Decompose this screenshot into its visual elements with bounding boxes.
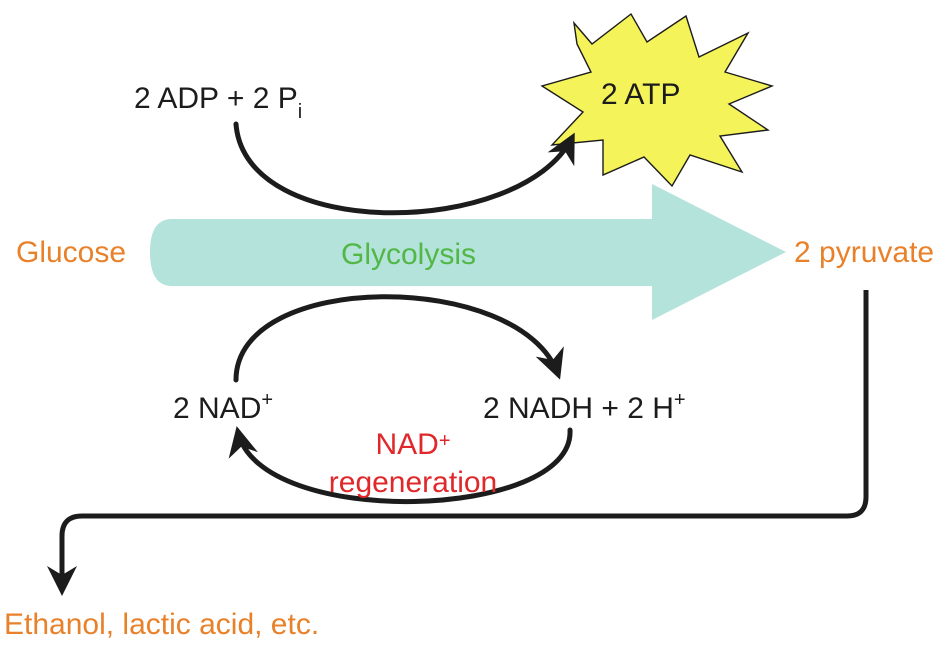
atp-burst-shape [540, 12, 775, 188]
nad-regeneration-arrow [228, 426, 573, 505]
glucose-label: Glucose [16, 236, 127, 269]
pyruvate-to-products-arrow [47, 290, 869, 596]
adp-to-atp-arrow [233, 121, 575, 216]
atp-label: 2 ATP [601, 78, 681, 111]
nad-regeneration-label: NAD+ regeneration [328, 428, 498, 499]
nad-label: 2 NAD+ [173, 389, 274, 425]
nad-to-nadh-arrow [233, 294, 564, 383]
products-label: Ethanol, lactic acid, etc. [4, 608, 320, 641]
adp-pi-label: 2 ADP + 2 Pi [134, 82, 303, 123]
glycolysis-arrow [150, 184, 786, 320]
nadh-label: 2 NADH + 2 H+ [483, 389, 686, 425]
glycolysis-label: Glycolysis [341, 238, 477, 271]
pyruvate-label: 2 pyruvate [794, 236, 935, 269]
